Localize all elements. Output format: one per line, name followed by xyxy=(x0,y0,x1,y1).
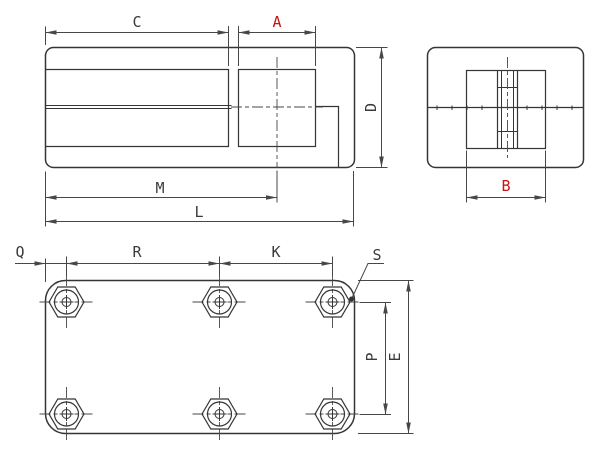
dim-arrow xyxy=(66,261,78,266)
plan-view: Q R K S E P xyxy=(15,243,414,442)
dim-ext-lines-D xyxy=(356,47,388,168)
dim-label-P: P xyxy=(363,352,381,361)
dim-ext-lines-E xyxy=(358,280,414,434)
dim-arrow xyxy=(45,30,57,35)
screw-hole xyxy=(38,274,95,330)
end-pocket-outline xyxy=(465,69,547,150)
end-screw-slot xyxy=(496,70,519,149)
dim-ext-lines-QRK xyxy=(45,256,333,282)
dim-arrow xyxy=(45,195,57,200)
dim-label-C: C xyxy=(132,13,141,31)
dim-label-A: A xyxy=(272,13,281,31)
dim-arrow xyxy=(321,261,333,266)
front-body-outline xyxy=(44,46,356,169)
leader-line-S xyxy=(351,263,384,300)
plan-body-outline xyxy=(44,279,356,435)
end-screw-thread-lines xyxy=(501,70,514,149)
dim-arrow xyxy=(406,422,411,434)
dim-label-S: S xyxy=(372,246,381,264)
leader-dot-S xyxy=(349,296,354,302)
dim-label-K: K xyxy=(271,243,280,261)
dim-label-Q: Q xyxy=(15,243,24,261)
front-view: C A D M L xyxy=(44,13,388,227)
dim-arrow xyxy=(383,302,388,314)
screw-hole xyxy=(191,274,248,330)
dim-arrow xyxy=(379,156,384,168)
dim-arrow xyxy=(342,219,354,224)
dim-arrow xyxy=(34,261,46,266)
dim-ext-lines-B xyxy=(466,150,546,203)
dim-arrow xyxy=(208,261,220,266)
dim-label-R: R xyxy=(132,243,142,261)
dim-label-B: B xyxy=(501,177,510,195)
dim-arrow xyxy=(534,195,546,200)
front-step-line xyxy=(315,105,340,168)
end-view: B xyxy=(426,46,585,203)
screw-hole xyxy=(304,274,361,330)
dim-arrow xyxy=(238,30,250,35)
dim-arrow xyxy=(266,195,277,200)
dim-arrow xyxy=(383,403,388,415)
front-split-slot-lines xyxy=(45,105,232,109)
dim-label-L: L xyxy=(194,203,203,221)
dim-arrow xyxy=(217,30,229,35)
dim-arrow xyxy=(406,280,411,292)
dim-label-D: D xyxy=(362,103,380,112)
dim-arrow xyxy=(45,219,57,224)
dim-label-E: E xyxy=(386,352,404,361)
dim-arrow xyxy=(219,261,231,266)
dim-arrow xyxy=(304,30,316,35)
dim-arrow xyxy=(466,195,478,200)
dim-label-M: M xyxy=(155,179,164,197)
dim-arrow xyxy=(379,47,384,59)
